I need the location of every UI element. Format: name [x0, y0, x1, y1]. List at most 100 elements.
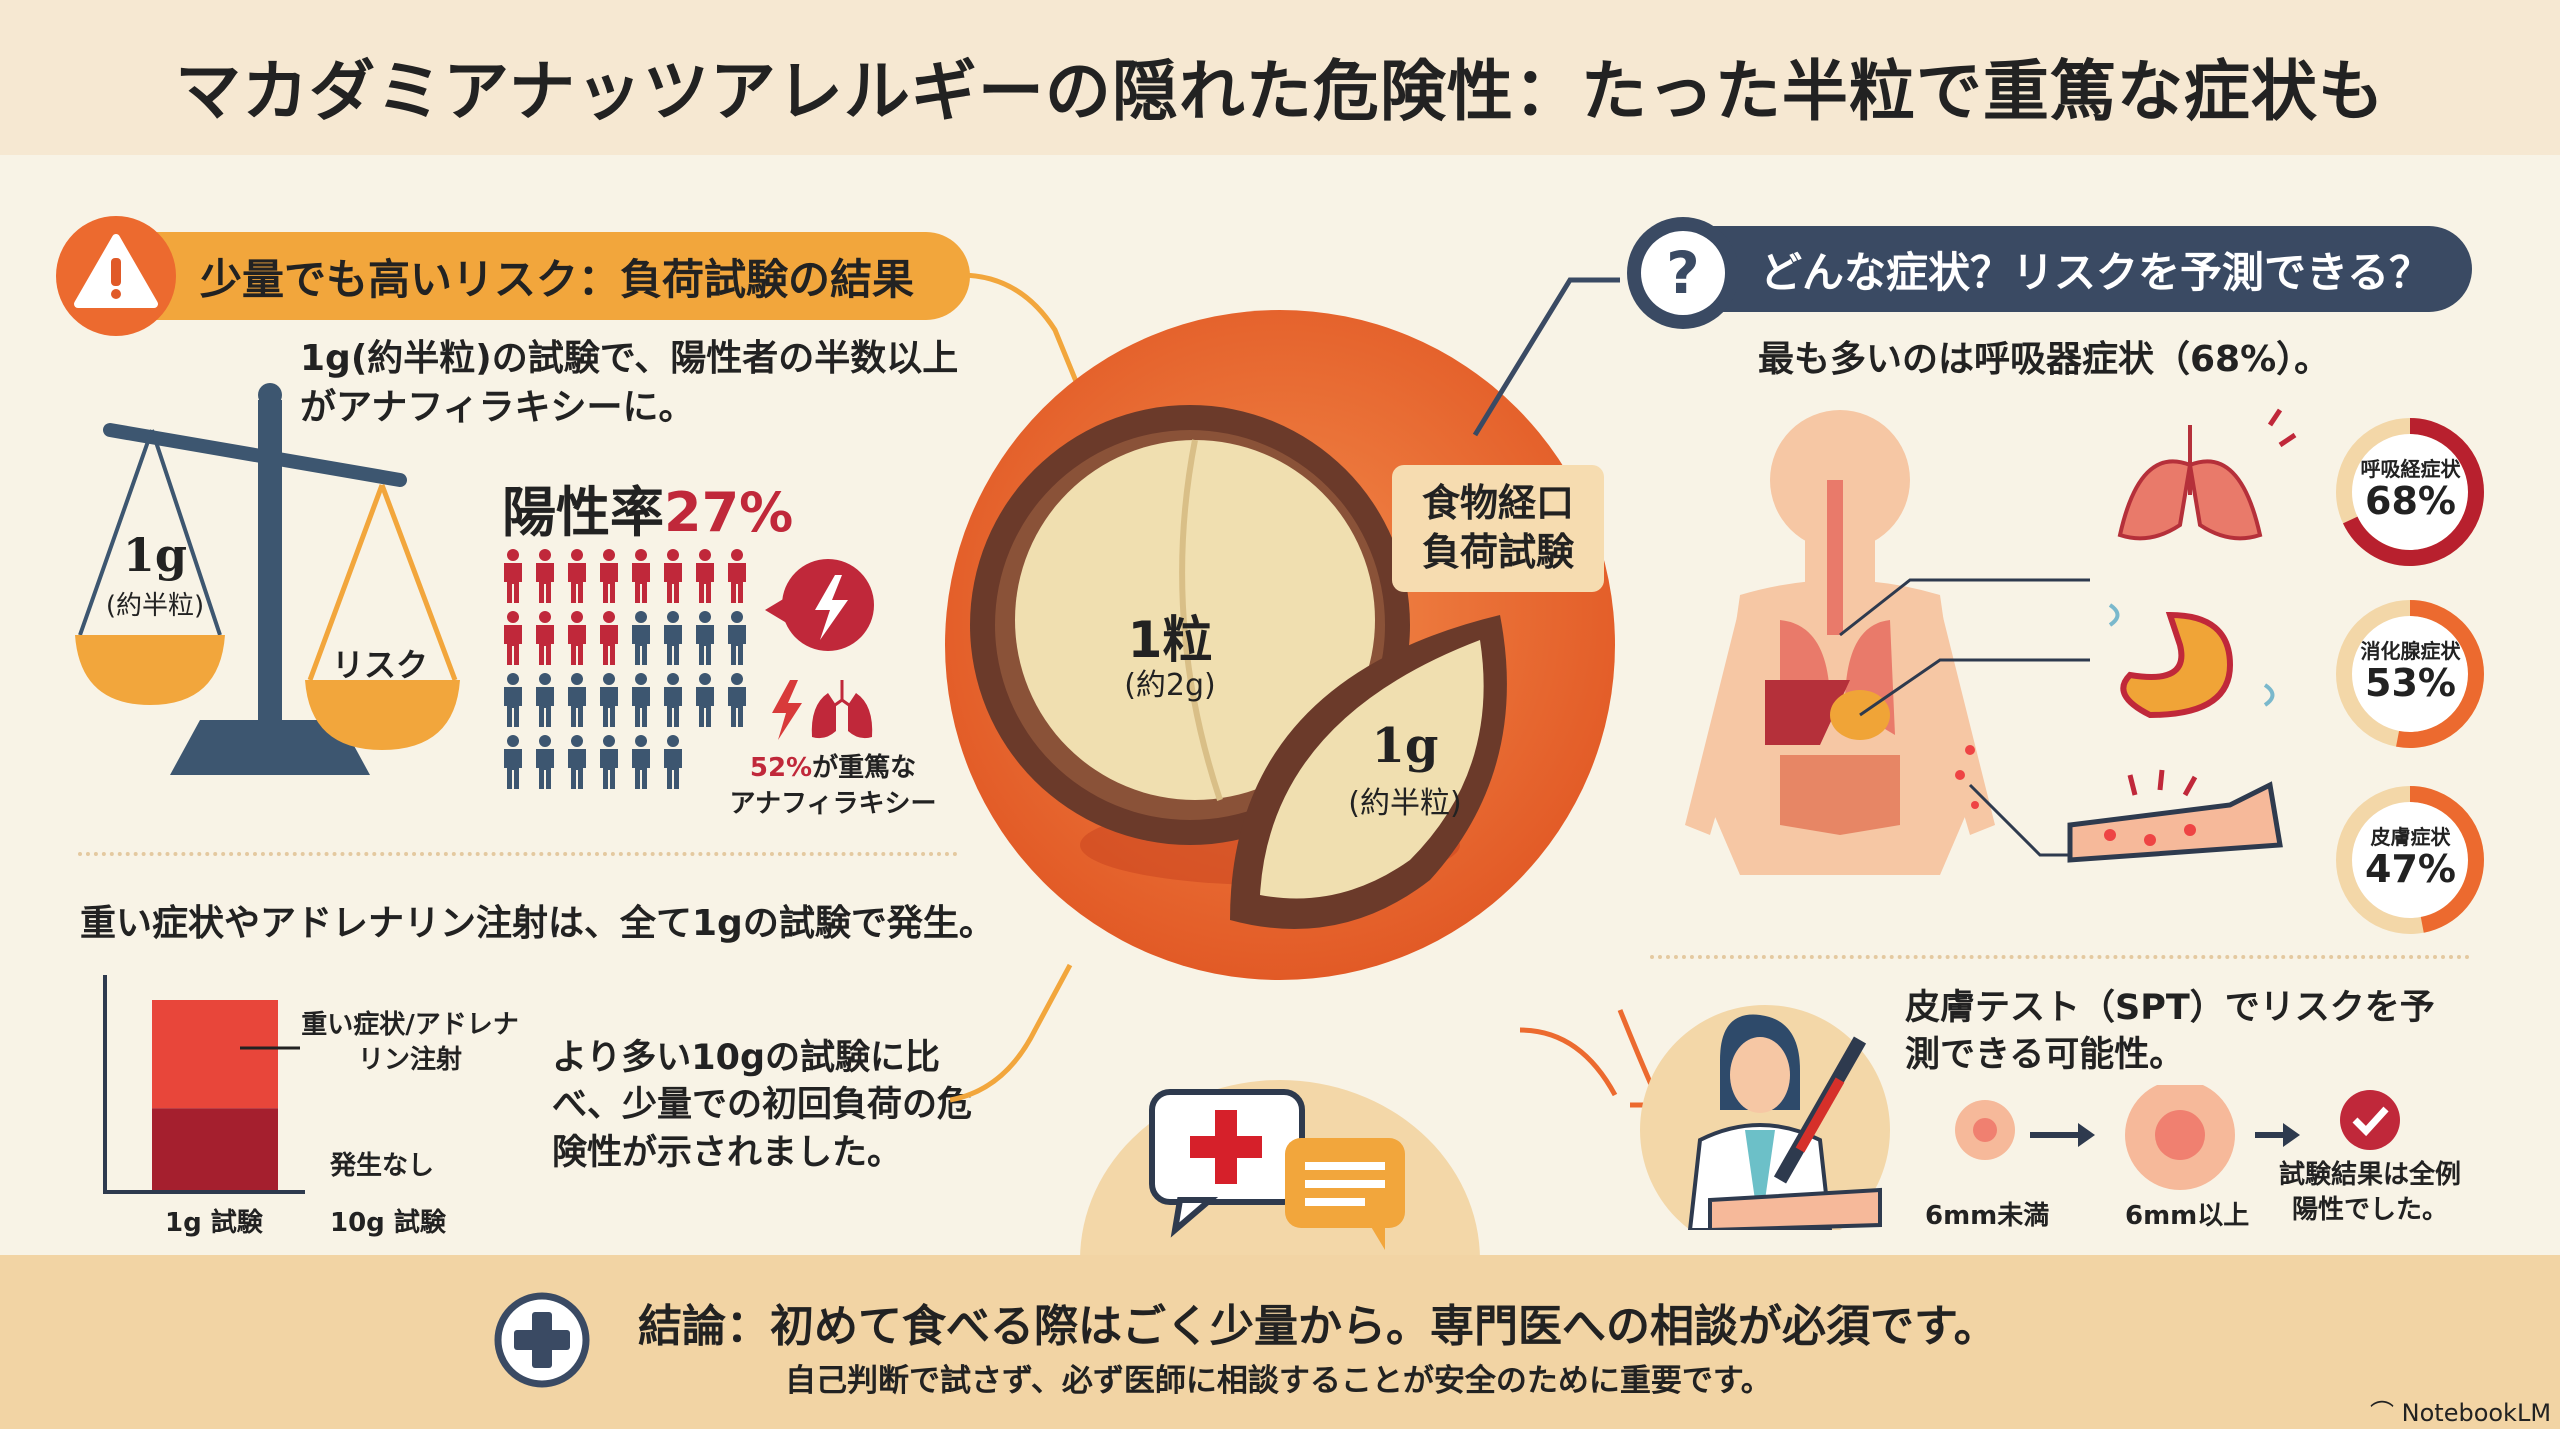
- body-illustration: [1685, 408, 2297, 875]
- scale-left-note: (約半粒): [105, 591, 205, 621]
- bar-lower: [152, 1108, 278, 1190]
- severe-pct: 52%: [749, 753, 813, 783]
- connector-line: [1472, 277, 1620, 437]
- person-icon: [600, 549, 618, 603]
- title-band: [0, 0, 2560, 155]
- warning-icon: [56, 216, 176, 336]
- test-label: 食物経口負荷試験: [1392, 465, 1604, 592]
- left-intro: 1g(約半粒)の試験で、陽性者の半数以上がアナフィラキシーに。: [300, 338, 959, 428]
- conclusion-sub: 自己判断で試さず、必ず医師に相談することが安全のために重要です。: [785, 1363, 1772, 1399]
- whole-nut-note: (約2g): [1124, 668, 1216, 703]
- brand-name: NotebookLM: [2401, 1399, 2552, 1427]
- person-icon: [664, 673, 682, 727]
- person-icon: [728, 611, 746, 665]
- scale-left-amount: 1g: [122, 528, 188, 582]
- person-icon: [664, 549, 682, 603]
- person-icon: [632, 735, 650, 789]
- symptom-donut: 呼吸経症状 68%: [2333, 415, 2488, 570]
- connector-line: [950, 963, 1073, 1103]
- donut-arc: [2336, 418, 2484, 566]
- donut-label: 消化腺症状: [2360, 639, 2461, 663]
- scale-right-label: リスク: [331, 646, 428, 684]
- person-icon: [632, 673, 650, 727]
- person-icon: [536, 549, 554, 603]
- donut-arc: [2336, 600, 2484, 748]
- x-tick-10g: 10g 試験: [330, 1208, 446, 1238]
- donut-value: 68%: [2365, 479, 2456, 523]
- person-icon: [696, 611, 714, 665]
- whole-nut-label: 1粒: [1127, 611, 1213, 669]
- person-icon: [568, 673, 586, 727]
- right-intro: 最も多いのは呼吸器症状（68%）。: [1758, 339, 2331, 380]
- symptom-donut: 皮膚症状 47%: [2333, 783, 2488, 938]
- person-icon: [600, 735, 618, 789]
- positive-rate-value: 27%: [664, 481, 794, 544]
- person-icon: [568, 611, 586, 665]
- question-icon: ?: [1627, 217, 1739, 329]
- medical-plus-icon: [494, 1292, 590, 1388]
- spt-result: 試験結果は全例陽性でした。: [2278, 1160, 2461, 1226]
- donut-value: 53%: [2365, 661, 2456, 705]
- connector-line: [960, 272, 1103, 441]
- person-icon: [664, 611, 682, 665]
- donut-label: 呼吸経症状: [2360, 457, 2461, 481]
- severe-note: 52%が重篤なアナフィラキシー: [728, 750, 938, 823]
- spt-small-label: 6mm未満: [1925, 1201, 2050, 1231]
- donut-arc: [2336, 786, 2484, 934]
- severe-text-2: アナフィラキシー: [729, 789, 937, 820]
- bar-annotation-severe: 重い症状/アドレナリン注射: [301, 1010, 519, 1076]
- conclusion-main: 結論：初めて食べる際はごく少量から。専門医への相談が必須です。: [638, 1301, 1998, 1352]
- brand-logo: ⌒ NotebookLM: [2370, 1393, 2551, 1428]
- lightning-bubble-icon: [765, 559, 874, 651]
- macadamia-illustration: [945, 310, 1615, 980]
- person-icon: [536, 611, 554, 665]
- person-icon: [600, 673, 618, 727]
- person-icon: [696, 673, 714, 727]
- person-icon: [568, 735, 586, 789]
- doctor-illustration: [1520, 1005, 1890, 1230]
- divider: [78, 852, 958, 856]
- person-icon: [568, 549, 586, 603]
- severe-heading: 重い症状やアドレナリン注射は、全て1gの試験で発生。: [80, 903, 995, 944]
- person-icon: [664, 735, 682, 789]
- symptom-donut: 消化腺症状 53%: [2333, 597, 2488, 752]
- donut-value: 47%: [2365, 847, 2456, 891]
- person-icon: [600, 611, 618, 665]
- positive-rate: 陽性率27%: [502, 468, 793, 547]
- donut-label: 皮膚症状: [2370, 825, 2451, 849]
- bar-chart: [103, 975, 305, 1194]
- lungs-lightning-icon: [772, 680, 873, 740]
- x-tick-1g: 1g 試験: [165, 1208, 263, 1238]
- person-icon: [696, 549, 714, 603]
- scale-illustration: [75, 383, 460, 775]
- svg-text:?: ?: [1666, 239, 1700, 307]
- compare-text: より多い10gの試験に比べ、少量での初回負荷の危険性が示されました。: [552, 1038, 973, 1173]
- person-icon: [536, 673, 554, 727]
- person-icon: [504, 611, 522, 665]
- person-icon: [728, 549, 746, 603]
- severe-text: が重篤な: [812, 753, 917, 783]
- spt-large-label: 6mm以上: [2125, 1201, 2250, 1231]
- left-header-label: 少量でも高いリスク：負荷試験の結果: [200, 254, 915, 304]
- person-icon: [504, 735, 522, 789]
- conclusion-band: [0, 1255, 2560, 1429]
- person-icon: [536, 735, 554, 789]
- person-icon: [728, 673, 746, 727]
- person-icon: [632, 549, 650, 603]
- person-icon: [504, 673, 522, 727]
- chart-axes: [103, 975, 305, 1194]
- page-title: マカダミアナッツアレルギーの隠れた危険性：たった半粒で重篤な症状も: [175, 53, 2385, 130]
- person-icon: [504, 549, 522, 603]
- divider: [1650, 955, 2470, 959]
- positive-rate-label: 陽性率: [502, 481, 664, 544]
- chat-medical-icon: [1080, 1080, 1480, 1260]
- bar-annotation-none: 発生なし: [330, 1151, 435, 1181]
- bar-upper: [152, 1000, 278, 1109]
- right-section-header: どんな症状？リスクを予測できる？: [1660, 226, 2472, 312]
- half-nut-label: 1g: [1371, 718, 1439, 774]
- left-section-header: 少量でも高いリスク：負荷試験の結果: [80, 232, 970, 320]
- half-nut-note: (約半粒): [1348, 786, 1462, 821]
- right-header-label: どんな症状？リスクを予測できる？: [1760, 247, 2432, 297]
- notebooklm-icon: ⌒: [2370, 1399, 2402, 1427]
- spt-flow: [1955, 1085, 2400, 1190]
